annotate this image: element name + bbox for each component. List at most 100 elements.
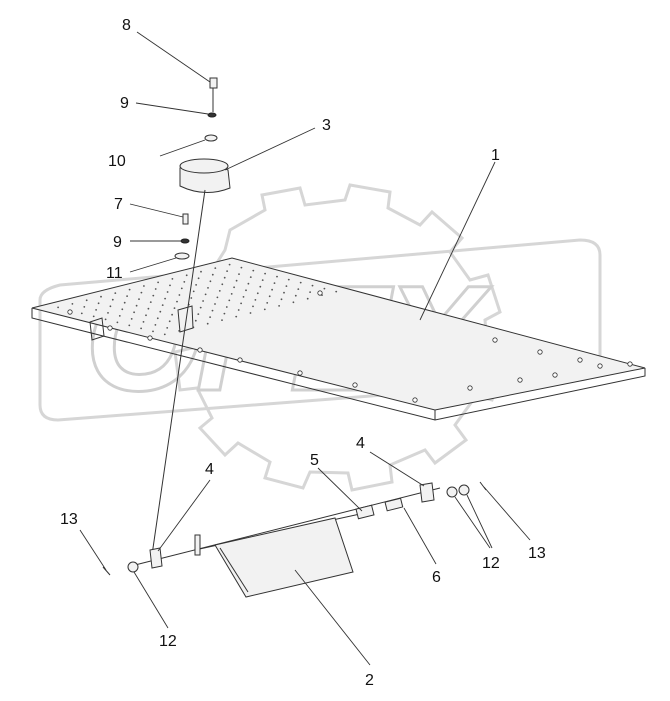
perforation-hole — [109, 305, 112, 308]
perforation-hole — [202, 300, 205, 302]
perforation-hole — [235, 279, 238, 282]
perforation-hole — [207, 287, 209, 289]
washer-11 — [174, 252, 190, 260]
perforation-hole — [114, 292, 117, 294]
perforation-hole — [111, 298, 114, 301]
perforation-hole — [161, 304, 164, 306]
perforation-hole — [92, 315, 95, 318]
leader-13a — [79, 529, 107, 571]
bolt-hole — [597, 363, 603, 369]
callout-7: 7 — [114, 196, 123, 213]
perforation-hole — [135, 304, 138, 307]
perforation-hole — [176, 300, 178, 303]
leader-9a — [135, 102, 209, 115]
bolt-hole — [467, 385, 473, 391]
bolt-hole — [67, 309, 73, 315]
bolt-hole — [237, 357, 243, 363]
perforation-hole — [128, 288, 131, 291]
washer-9-mid — [180, 238, 190, 244]
perforation-hole — [240, 266, 243, 269]
flap-2-inner — [219, 547, 249, 593]
leader-8 — [136, 31, 211, 83]
perforation-hole — [123, 301, 126, 304]
perforation-hole — [211, 273, 214, 276]
callout-6: 6 — [432, 569, 441, 586]
perforation-hole — [311, 284, 314, 287]
callout-8: 8 — [122, 17, 131, 34]
leader-7 — [129, 203, 184, 218]
bracket-4-left — [149, 547, 163, 569]
perforation-hole — [121, 308, 124, 311]
washer-12-right-a — [446, 486, 458, 498]
perforation-hole — [306, 297, 309, 300]
perforation-hole — [247, 282, 250, 285]
perforation-hole — [285, 285, 288, 287]
perforation-hole — [199, 306, 202, 309]
bolt-hole — [147, 335, 153, 341]
perforation-hole — [323, 287, 326, 290]
perforation-hole — [152, 330, 154, 333]
perforation-hole — [118, 315, 121, 317]
leader-11 — [129, 257, 177, 273]
perforation-hole — [83, 306, 86, 308]
washer-12-right-b — [458, 484, 470, 496]
perforation-hole — [261, 279, 264, 281]
perforation-hole — [209, 316, 212, 318]
leader-4a — [157, 479, 211, 552]
perforation-hole — [97, 302, 100, 305]
perforation-hole — [252, 305, 254, 308]
bolt-7 — [182, 213, 189, 225]
perforation-hole — [159, 310, 162, 313]
perforation-hole — [228, 299, 231, 302]
plate-bolt-holes — [67, 290, 633, 403]
callout-9a: 9 — [120, 95, 129, 112]
perforation-hole — [171, 278, 174, 280]
handle — [194, 534, 201, 556]
bolt-hole — [197, 347, 203, 353]
perforation-hole — [149, 301, 152, 303]
washer-10 — [204, 134, 218, 142]
perforation-hole — [235, 315, 238, 318]
leader-13b — [483, 486, 531, 541]
callouts: 8 9 10 3 1 7 9 11 4 5 4 13 13 6 12 12 2 — [60, 17, 546, 689]
bracket-4-right — [419, 482, 435, 503]
callout-12a: 12 — [159, 633, 177, 650]
pin-13-left — [102, 566, 111, 576]
perforation-hole — [197, 313, 200, 315]
perforation-hole — [204, 293, 207, 296]
bolt-hole — [492, 337, 498, 343]
perforation-hole — [169, 284, 171, 287]
perforation-hole — [133, 311, 136, 314]
perforation-hole — [166, 327, 169, 329]
perforation-hole — [221, 319, 223, 321]
leader-6 — [403, 507, 437, 565]
perforation-hole — [228, 263, 231, 266]
bolt-hole — [517, 377, 523, 383]
perforation-hole — [154, 288, 157, 290]
perforation-hole — [178, 294, 181, 296]
perforation-hole — [128, 324, 131, 327]
leader-12b-2 — [466, 494, 493, 549]
perforation-hole — [223, 276, 226, 279]
hardware-mid — [174, 213, 190, 260]
callout-4b: 4 — [356, 435, 365, 452]
perforation-hole — [273, 282, 276, 284]
perforation-hole — [163, 333, 166, 336]
bolt-hole — [537, 349, 543, 355]
perforation-hole — [197, 277, 200, 280]
perforation-hole — [171, 313, 174, 316]
callout-11: 11 — [106, 265, 123, 282]
perforation-hole — [266, 302, 269, 304]
perforation-hole — [206, 322, 209, 325]
perforation-hole — [190, 297, 193, 299]
perforation-hole — [294, 294, 297, 297]
perforation-hole — [200, 270, 202, 273]
perforation-hole — [214, 303, 216, 305]
callout-1: 1 — [491, 147, 500, 164]
perforation-hole — [216, 296, 219, 299]
bolt-hole — [352, 382, 358, 388]
perforation-hole — [238, 273, 240, 275]
perforation-hole — [226, 270, 229, 272]
perforation-hole — [107, 312, 109, 314]
